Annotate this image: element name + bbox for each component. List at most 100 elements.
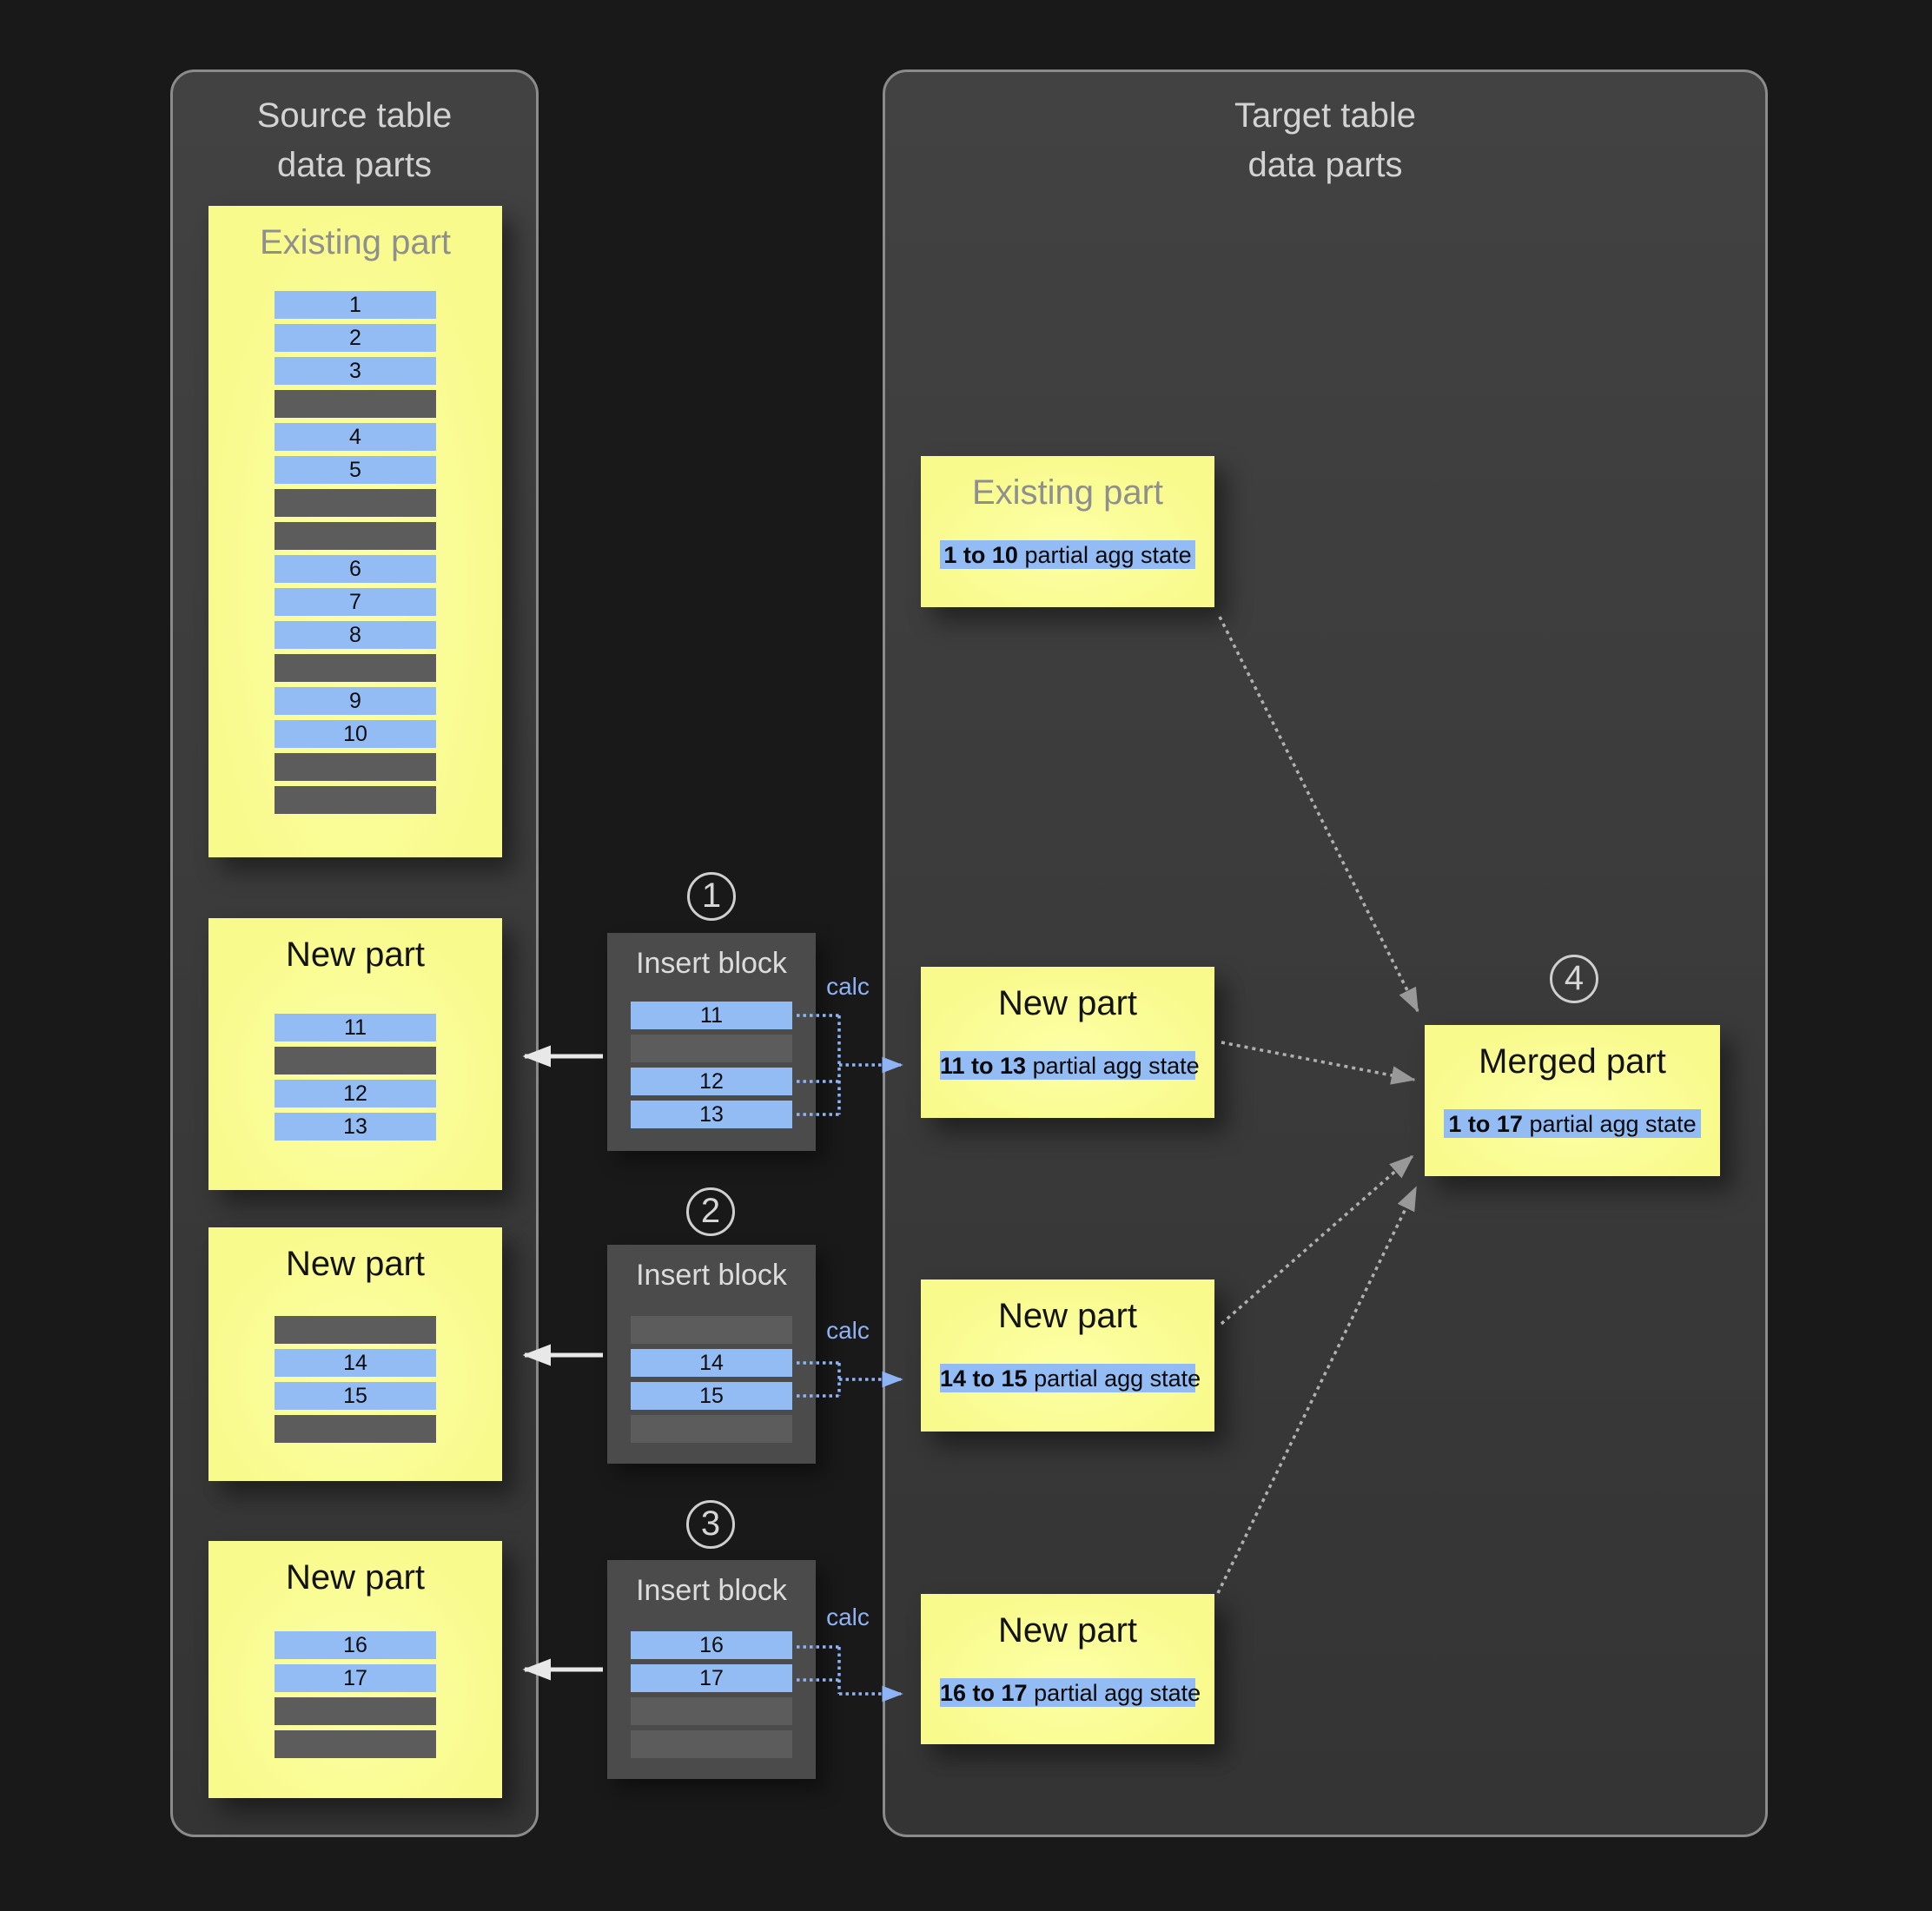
target-new-part-2-title: New part <box>997 1297 1138 1335</box>
agg-label: partial agg state <box>1034 1365 1201 1392</box>
target-new-part-1: New part 11 to 13 partial agg state <box>921 967 1214 1118</box>
agg-label: partial agg state <box>1034 1680 1201 1706</box>
agg-range: 1 to 10 <box>943 542 1018 568</box>
data-row-empty <box>631 1316 792 1344</box>
target-new-part-1-agg-state: 11 to 13 partial agg state <box>940 1051 1200 1080</box>
data-row-empty <box>631 1415 792 1443</box>
data-row: 17 <box>275 1664 436 1692</box>
data-row: 9 <box>275 687 436 715</box>
data-row: 11 <box>275 1014 436 1041</box>
data-row-empty <box>631 1697 792 1725</box>
data-row-empty <box>275 390 436 418</box>
insert-to-source-arrows <box>522 1045 603 1681</box>
source-new-part-1-title: New part <box>285 936 426 974</box>
target-panel-title-line1: Target table <box>1234 96 1417 135</box>
calc-label-3: calc <box>826 1604 870 1630</box>
calc-label-2: calc <box>826 1317 870 1344</box>
source-panel-title-line1: Source table <box>256 96 453 135</box>
data-row: 16 <box>631 1631 792 1659</box>
data-row-empty <box>275 1316 436 1344</box>
data-row: 2 <box>275 324 436 352</box>
data-row: 14 <box>631 1349 792 1377</box>
merge-arrows <box>1216 616 1419 1594</box>
insert-block-1: Insert block 11 12 13 <box>607 933 816 1151</box>
agg-label: partial agg state <box>1032 1053 1200 1079</box>
data-row: 4 <box>275 423 436 451</box>
data-row-empty <box>275 753 436 781</box>
source-panel-title-line2: data parts <box>277 146 432 184</box>
data-row-empty <box>275 1730 436 1758</box>
insert-block-1-title: Insert block <box>636 947 787 980</box>
data-row: 14 <box>275 1349 436 1377</box>
agg-range: 14 to 15 <box>940 1365 1028 1392</box>
target-new-part-2: New part 14 to 15 partial agg state <box>921 1280 1214 1432</box>
step-2-badge: 2 <box>686 1187 735 1236</box>
source-new-part-2-title: New part <box>285 1245 426 1283</box>
calc-label-1: calc <box>826 973 870 1000</box>
target-new-part-1-title: New part <box>997 984 1138 1022</box>
target-merged-part: Merged part 1 to 17 partial agg state <box>1425 1025 1720 1176</box>
step-4-badge: 4 <box>1550 955 1598 1003</box>
target-new-part-3: New part 16 to 17 partial agg state <box>921 1594 1214 1744</box>
data-row: 12 <box>631 1068 792 1095</box>
agg-range: 1 to 17 <box>1448 1111 1523 1137</box>
step-3-badge: 3 <box>686 1500 735 1549</box>
data-row: 11 <box>631 1002 792 1029</box>
target-new-part-2-agg-state: 14 to 15 partial agg state <box>940 1364 1201 1392</box>
target-new-part-3-title: New part <box>997 1611 1138 1650</box>
data-row-empty <box>275 489 436 517</box>
agg-range: 11 to 13 <box>940 1053 1027 1079</box>
target-existing-part: Existing part 1 to 10 partial agg state <box>921 456 1214 607</box>
newpart2-to-merged-arrow <box>1220 1154 1414 1326</box>
data-row: 15 <box>631 1382 792 1410</box>
data-row-empty <box>275 1415 436 1443</box>
target-table-panel: Target table data parts <box>883 69 1768 1837</box>
data-row-empty <box>275 522 436 550</box>
data-row: 8 <box>275 621 436 649</box>
target-merged-part-title: Merged part <box>1479 1042 1666 1081</box>
data-row: 10 <box>275 720 436 748</box>
data-row-empty <box>631 1730 792 1758</box>
data-row-empty <box>275 786 436 814</box>
target-new-part-3-agg-state: 16 to 17 partial agg state <box>940 1678 1201 1707</box>
source-new-part-3-title: New part <box>285 1558 426 1597</box>
existing-to-merged-arrow <box>1218 616 1419 1013</box>
agg-range: 16 to 17 <box>940 1680 1028 1706</box>
target-panel-title-line2: data parts <box>1247 146 1403 184</box>
data-row: 6 <box>275 555 436 583</box>
source-existing-part-title: Existing part <box>259 223 452 261</box>
data-row: 5 <box>275 456 436 484</box>
target-existing-part-title: Existing part <box>971 473 1164 512</box>
agg-label: partial agg state <box>1529 1111 1697 1137</box>
newpart3-to-merged-arrow <box>1216 1186 1418 1594</box>
target-existing-part-agg-state: 1 to 10 partial agg state <box>940 540 1195 569</box>
data-row: 15 <box>275 1382 436 1410</box>
step-1-badge: 1 <box>687 872 736 921</box>
data-row-empty <box>275 1047 436 1075</box>
newpart1-to-merged-arrow <box>1221 1041 1416 1085</box>
insert-block-1-rows: 11 12 13 <box>631 1002 792 1134</box>
data-row-empty <box>275 1697 436 1725</box>
data-row: 17 <box>631 1664 792 1692</box>
data-row: 13 <box>631 1101 792 1128</box>
data-row: 16 <box>275 1631 436 1659</box>
insert-block-2-title: Insert block <box>636 1259 787 1292</box>
data-row: 12 <box>275 1080 436 1108</box>
agg-label: partial agg state <box>1024 542 1192 568</box>
data-row: 1 <box>275 291 436 319</box>
target-panel-title: Target table data parts <box>885 91 1765 190</box>
